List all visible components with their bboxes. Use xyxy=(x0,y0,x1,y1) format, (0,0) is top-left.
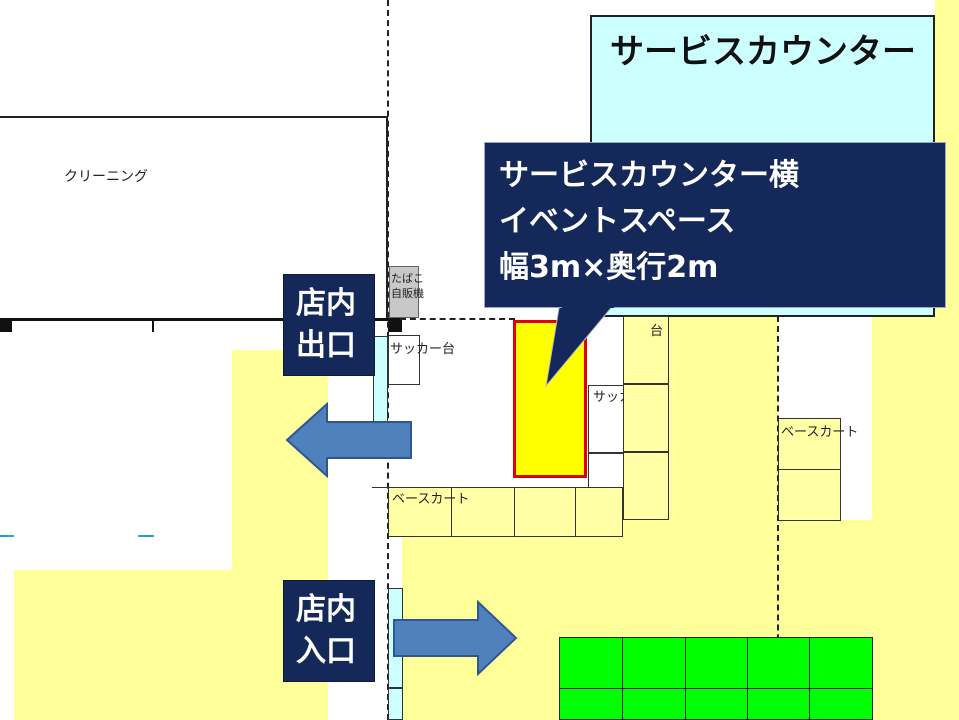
base-cart-cell-2 xyxy=(451,487,515,537)
green-shelf-4 xyxy=(747,637,810,689)
event-space-callout: サービスカウンター横 イベントスペース 幅3m×奥行2m xyxy=(484,142,946,308)
callout-line1: サービスカウンター横 xyxy=(499,158,799,193)
service-counter-title: サービスカウンター xyxy=(610,32,916,72)
base-cart-cell-3 xyxy=(514,487,576,537)
exit-arrow-icon xyxy=(285,402,412,478)
floor-area-left-lower xyxy=(14,570,328,720)
base-cart-cell-4 xyxy=(575,487,623,537)
green-shelf-9 xyxy=(747,688,810,720)
wall-line xyxy=(0,318,400,321)
door-mark-1 xyxy=(0,535,14,537)
store-exit-sign: 店内 出口 xyxy=(283,274,375,376)
wall-post-left xyxy=(0,318,12,332)
sacker-table-mid xyxy=(588,385,624,453)
base-cart-divider xyxy=(372,487,390,488)
wall-tick xyxy=(152,320,154,332)
base-cart-right-cell-2 xyxy=(778,469,841,521)
green-shelf-2 xyxy=(622,637,686,689)
base-cart-cell-1 xyxy=(388,487,452,537)
green-shelf-6 xyxy=(559,688,623,720)
base-cart-label-bottom: ベースカート xyxy=(392,492,470,507)
callout-pointer xyxy=(545,301,618,388)
green-shelf-10 xyxy=(809,688,873,720)
floor-area-center-column xyxy=(668,316,778,526)
green-shelf-8 xyxy=(685,688,748,720)
green-shelf-3 xyxy=(685,637,748,689)
green-shelf-5 xyxy=(809,637,873,689)
base-cart-label-right: ベースカート xyxy=(781,425,859,440)
store-entrance-sign-line1: 店内 xyxy=(296,592,356,627)
cleaning-label: クリーニング xyxy=(64,169,148,185)
entrance-door-panel-lower xyxy=(388,688,403,720)
green-shelf-1 xyxy=(559,637,623,689)
wall-post-right xyxy=(388,318,402,332)
entrance-arrow-icon xyxy=(393,600,518,676)
sacker-column-cell-2 xyxy=(623,384,669,452)
callout-seam xyxy=(562,300,614,308)
dashed-line-horizontal-top xyxy=(400,318,515,320)
sacker-label-left: サッカー台 xyxy=(390,342,456,357)
callout-line2: イベントスペース xyxy=(499,204,736,239)
callout-line3: 幅3m×奥行2m xyxy=(499,250,719,285)
tobacco-label-line2: 自販機 xyxy=(391,287,424,300)
sacker-label-right-partial: 台 xyxy=(650,324,664,339)
store-entrance-sign: 店内 入口 xyxy=(283,580,375,682)
tobacco-vending-machine xyxy=(389,266,419,318)
green-shelf-7 xyxy=(622,688,686,720)
store-exit-sign-line2: 出口 xyxy=(296,328,356,363)
store-entrance-sign-line2: 入口 xyxy=(296,634,356,669)
base-cart-right-cell-1 xyxy=(778,418,841,470)
tobacco-label-line1: たばこ xyxy=(391,272,424,285)
sacker-column-cell-1 xyxy=(623,316,669,384)
door-mark-2 xyxy=(138,535,154,537)
sacker-table-left xyxy=(388,335,420,385)
sacker-column-cell-3 xyxy=(623,452,669,520)
store-exit-sign-line1: 店内 xyxy=(296,286,356,321)
sacker-table-mid-lower xyxy=(588,453,624,488)
